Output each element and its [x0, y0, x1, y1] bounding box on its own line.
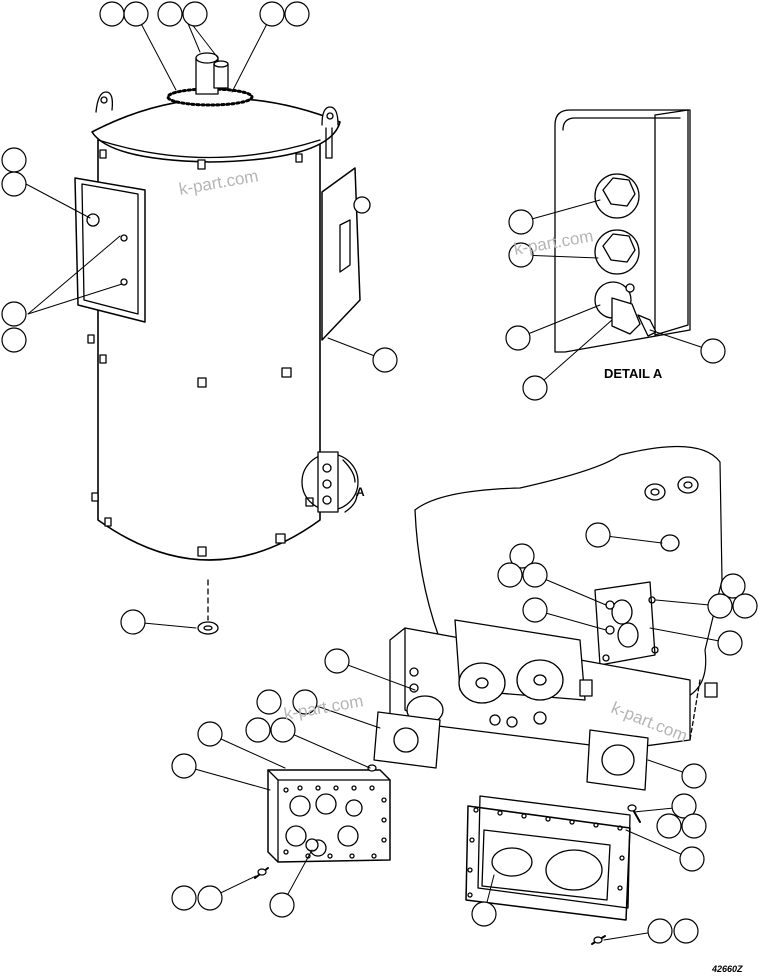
callout-balloon	[656, 813, 682, 839]
callout-balloon	[324, 648, 350, 674]
detail-a-marker: A	[356, 485, 365, 499]
callout-balloon	[245, 717, 271, 743]
drawing-number: 42660Z	[711, 964, 743, 974]
callout-balloon	[123, 1, 149, 27]
callout-balloon	[171, 753, 197, 779]
callout-balloon	[256, 689, 282, 715]
callout-balloon	[508, 242, 534, 268]
tank	[74, 52, 371, 635]
callout-balloon	[522, 597, 548, 623]
callout-balloon	[182, 1, 208, 27]
callout-balloon	[99, 1, 125, 27]
callout-balloon	[673, 918, 699, 944]
callout-balloon	[732, 593, 758, 619]
callout-balloons	[1, 1, 758, 944]
callout-balloon	[508, 209, 534, 235]
callout-balloon	[197, 885, 223, 911]
callout-balloon	[120, 609, 146, 635]
callout-balloon	[522, 375, 548, 401]
control-box-assembly	[254, 445, 723, 945]
callout-balloon	[497, 562, 523, 588]
callout-balloon	[505, 325, 531, 351]
detail-a	[554, 109, 691, 353]
callout-balloon	[171, 885, 197, 911]
callout-balloon	[1, 327, 27, 353]
callout-balloon	[700, 338, 726, 364]
callout-balloon	[1, 301, 27, 327]
callout-balloon	[679, 846, 705, 872]
callout-balloon	[585, 522, 611, 548]
callout-balloon	[720, 573, 746, 599]
callout-balloon	[509, 543, 535, 569]
callout-balloon	[707, 593, 733, 619]
callout-balloon	[197, 721, 223, 747]
callout-balloon	[270, 717, 296, 743]
callout-balloon	[292, 689, 318, 715]
callout-balloon	[372, 347, 398, 373]
callout-balloon	[681, 763, 707, 789]
callout-balloon	[681, 813, 707, 839]
callout-balloon	[647, 918, 673, 944]
callout-balloon	[522, 562, 548, 588]
callout-balloon	[671, 793, 697, 819]
callout-balloon	[157, 1, 183, 27]
callout-balloon	[259, 1, 285, 27]
callout-balloon	[269, 892, 295, 918]
callout-balloon	[1, 171, 27, 197]
callout-balloon	[717, 630, 743, 656]
detail-a-title: DETAIL A	[604, 366, 663, 381]
callout-balloon	[284, 1, 310, 27]
callout-balloon	[1, 147, 27, 173]
callout-balloon	[471, 901, 497, 927]
